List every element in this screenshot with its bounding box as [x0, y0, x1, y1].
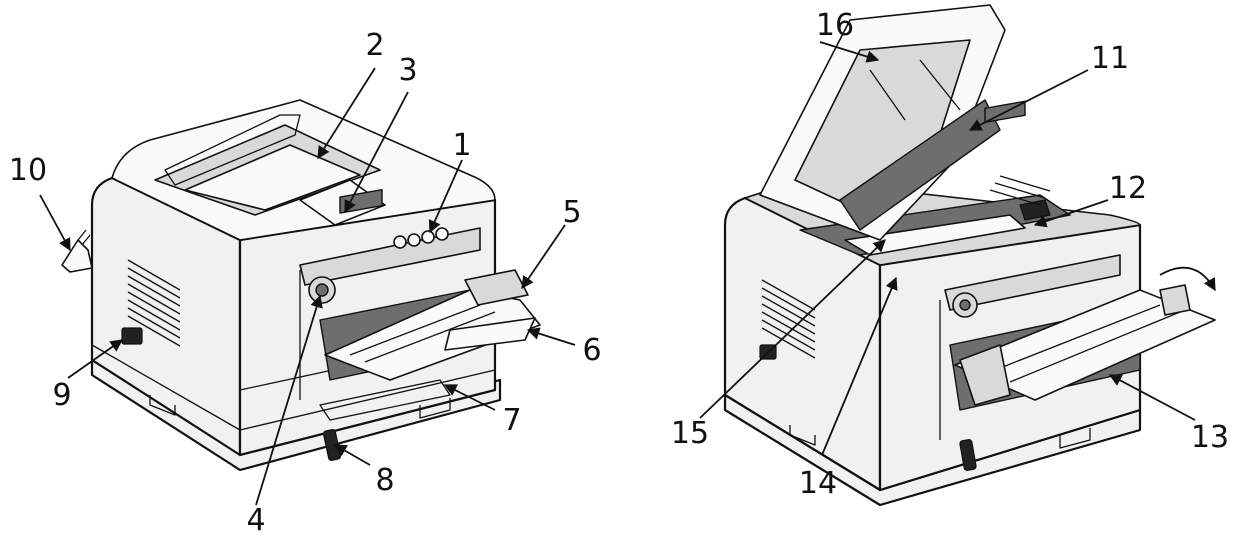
- callout-15: 15: [671, 416, 709, 451]
- callout-12: 12: [1109, 171, 1147, 206]
- callout-3: 3: [398, 53, 417, 88]
- drum-lock-lever: [1019, 199, 1051, 221]
- callout-5: 5: [562, 195, 581, 230]
- side-vent: [127, 259, 181, 347]
- open-side-vent: [761, 279, 816, 359]
- callout-10: 10: [9, 153, 47, 188]
- mp-tray-extension: [444, 317, 536, 351]
- callout-13: 13: [1191, 420, 1229, 455]
- toner-cartridge: [844, 214, 1026, 256]
- callout-16: 16: [816, 8, 854, 43]
- mp-tray-guides: [464, 269, 529, 306]
- callout-7: 7: [502, 403, 521, 438]
- callout-labels: 1 2 3 4 5 6 7 8 9 10 11 12 13 14 15 16: [9, 8, 1229, 535]
- open-direction-arrow: [1159, 266, 1216, 292]
- callout-leaders: [39, 41, 1196, 506]
- printer-open-illustration: [723, 4, 1216, 507]
- rear-paper-exit: [61, 239, 93, 273]
- printer-closed-illustration: [61, 99, 541, 472]
- mp-tray: [324, 289, 541, 381]
- output-tray-surface: [184, 144, 361, 211]
- open-operator-panel: [944, 254, 1121, 311]
- led-head: [839, 99, 1001, 231]
- callout-1: 1: [452, 128, 471, 163]
- callout-9: 9: [52, 378, 71, 413]
- power-switch: [121, 327, 143, 345]
- callout-14: 14: [799, 466, 837, 501]
- callout-4: 4: [246, 503, 265, 535]
- callout-2: 2: [365, 28, 384, 63]
- callout-6: 6: [582, 333, 601, 368]
- callout-8: 8: [375, 463, 394, 498]
- callout-11: 11: [1091, 41, 1129, 76]
